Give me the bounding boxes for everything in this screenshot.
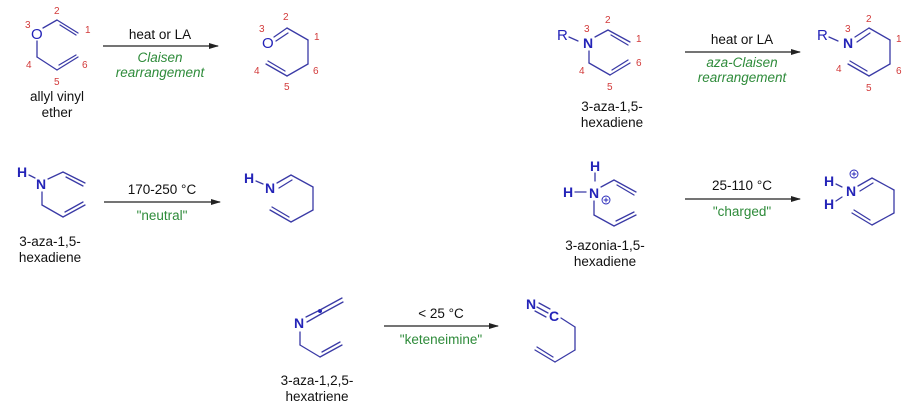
position-4: 4 (836, 64, 842, 75)
substituent-r: R (557, 27, 568, 44)
position-4: 4 (254, 66, 260, 77)
claisen-product: O 3 2 1 6 5 4 (254, 12, 320, 93)
charged-substrate: H H N 3-azonia-1,5- hexadiene (563, 158, 645, 269)
reaction-label: "keteneimine" (400, 332, 483, 347)
substrate-name-line-2: hexadiene (581, 115, 643, 130)
reaction-conditions: heat or LA (129, 27, 191, 42)
positive-charge-icon (601, 195, 611, 205)
hydrogen-atom-bottom: H (824, 196, 834, 212)
position-6: 6 (636, 58, 642, 69)
position-6: 6 (313, 66, 319, 77)
position-5: 5 (54, 77, 60, 88)
position-1: 1 (314, 32, 320, 43)
substrate-name-line-1: allyl vinyl (30, 89, 84, 104)
atom-nitrogen: N (589, 185, 599, 201)
aza-claisen-product: R N 3 2 1 6 5 4 (817, 14, 902, 94)
reaction-conditions: < 25 °C (418, 306, 464, 321)
hydrogen-atom: H (17, 164, 27, 180)
reaction-name-line-1: aza-Claisen (706, 55, 777, 70)
atom-nitrogen: N (36, 176, 46, 192)
atom-oxygen: O (262, 35, 274, 52)
substrate-name-line-2: hexadiene (19, 250, 81, 265)
substrate-name-line-2: hexadiene (574, 254, 636, 269)
charged-arrow-group: 25-110 °C "charged" (685, 178, 801, 219)
position-4: 4 (26, 60, 32, 71)
position-3: 3 (259, 24, 265, 35)
positive-charge-icon (849, 169, 859, 179)
reaction-conditions: 170-250 °C (128, 182, 197, 197)
position-2: 2 (866, 14, 872, 25)
atom-nitrogen: N (843, 35, 853, 51)
reaction-name-line-2: rearrangement (116, 65, 206, 80)
position-4: 4 (579, 66, 585, 77)
position-2: 2 (54, 6, 60, 17)
substrate-name-line-1: 3-aza-1,2,5- (281, 373, 354, 388)
atom-nitrogen: N (294, 315, 304, 331)
aza-claisen-arrow-group: heat or LA aza-Claisen rearrangement (685, 32, 801, 85)
keteneimine-arrow-group: < 25 °C "keteneimine" (384, 306, 499, 347)
hydrogen-atom-left: H (563, 184, 573, 200)
reaction-label: "neutral" (137, 208, 188, 223)
substrate-name-line-1: 3-aza-1,5- (581, 99, 643, 114)
atom-oxygen: O (31, 26, 43, 43)
claisen-arrow-group: heat or LA Claisen rearrangement (103, 27, 219, 80)
neutral-product: H N (244, 170, 314, 223)
position-3: 3 (25, 20, 31, 31)
reaction-name-line-2: rearrangement (698, 70, 788, 85)
position-2: 2 (283, 12, 289, 23)
substrate-name-line-1: 3-azonia-1,5- (565, 238, 645, 253)
reaction-conditions: 25-110 °C (712, 178, 772, 193)
atom-nitrogen: N (583, 35, 593, 51)
atom-nitrogen: N (846, 183, 856, 199)
claisen-substrate-allyl-vinyl-ether: O 3 2 1 6 5 4 allyl vinyl ether (25, 6, 91, 120)
position-1: 1 (85, 25, 91, 36)
hydrogen-atom-top: H (590, 158, 600, 174)
hydrogen-atom: H (244, 170, 254, 186)
position-5: 5 (866, 83, 872, 94)
substituent-r: R (817, 27, 828, 44)
keteneimine-substrate: N 3-aza-1,2,5- hexatriene (281, 297, 354, 404)
atom-carbon: C (549, 308, 559, 324)
substrate-name-line-2: hexatriene (285, 389, 348, 404)
charged-product: H H N (824, 169, 895, 226)
hydrogen-atom-top: H (824, 173, 834, 189)
neutral-arrow-group: 170-250 °C "neutral" (104, 182, 221, 223)
position-3: 3 (584, 24, 590, 35)
position-1: 1 (896, 34, 902, 45)
position-6: 6 (896, 66, 902, 77)
reaction-label: "charged" (713, 204, 772, 219)
position-1: 1 (636, 34, 642, 45)
position-5: 5 (284, 82, 290, 93)
atom-nitrogen: N (265, 180, 275, 196)
position-5: 5 (607, 82, 613, 93)
neutral-substrate: H N 3-aza-1,5- hexadiene (17, 164, 86, 265)
reaction-name-line-1: Claisen (137, 50, 182, 65)
substrate-name-line-2: ether (42, 105, 73, 120)
nitrile-product: N C (526, 296, 576, 363)
substrate-name-line-1: 3-aza-1,5- (19, 234, 81, 249)
reaction-conditions: heat or LA (711, 32, 773, 47)
aza-claisen-substrate: R N 3 2 1 6 5 4 3-aza-1,5- hexadiene (557, 15, 643, 130)
atom-nitrogen: N (526, 296, 536, 312)
position-3: 3 (845, 24, 851, 35)
position-2: 2 (605, 15, 611, 26)
position-6: 6 (82, 60, 88, 71)
